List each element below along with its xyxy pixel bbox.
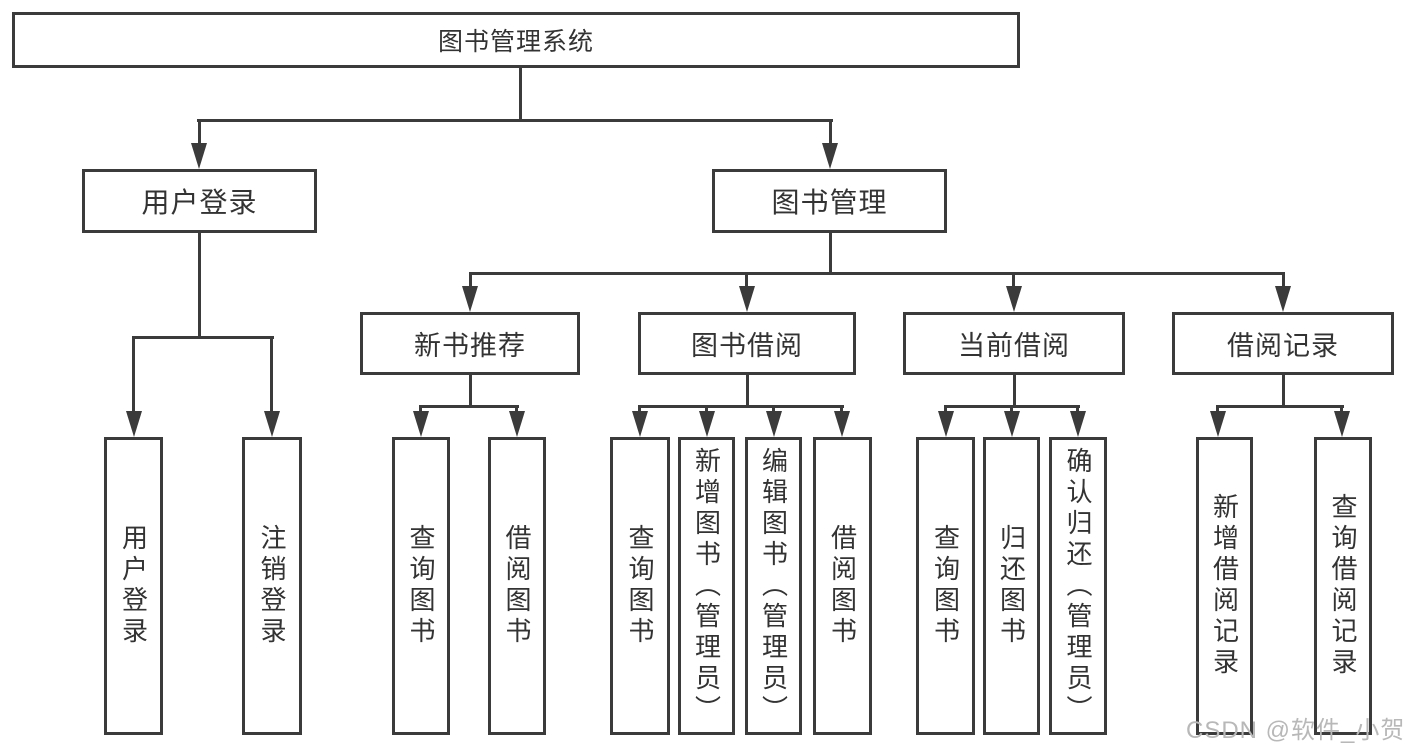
connector-drop-leaf-user-login bbox=[132, 336, 135, 411]
arrow-down-icon bbox=[1070, 411, 1086, 437]
leaf-label: 注销登录 bbox=[257, 524, 287, 648]
node-label: 新书推荐 bbox=[414, 331, 526, 361]
connector-drop-borrowing-records bbox=[1282, 272, 1285, 288]
node-label: 图书管理系统 bbox=[437, 28, 594, 56]
node-book-management: 图书管理 bbox=[712, 169, 947, 233]
connector-drop bbox=[1010, 405, 1013, 413]
arrow-down-icon bbox=[834, 411, 850, 437]
connector-drop-leaf-logout bbox=[270, 336, 273, 411]
leaf-label: 查询图书 bbox=[930, 524, 961, 648]
leaf-label: 查询图书 bbox=[625, 524, 655, 648]
arrow-down-icon bbox=[191, 143, 207, 169]
connector-borrowing-records-stem bbox=[1282, 375, 1285, 406]
connector-book-management-stem bbox=[829, 233, 832, 274]
connector-root-bus bbox=[197, 119, 833, 122]
leaf-query-books-recommend: 查询图书 bbox=[392, 437, 450, 735]
leaf-label: 查询图书 bbox=[406, 524, 436, 648]
arrow-down-icon bbox=[739, 286, 755, 312]
connector-drop bbox=[1216, 405, 1219, 413]
leaf-return-books: 归还图书 bbox=[983, 437, 1040, 735]
leaf-add-borrow-record: 新增借阅记录 bbox=[1196, 437, 1253, 735]
arrow-down-icon bbox=[1004, 411, 1020, 437]
leaf-logout: 注销登录 bbox=[242, 437, 302, 735]
leaf-label: 编辑图书（管理员） bbox=[758, 446, 789, 726]
connector-drop-new-book-recommend bbox=[469, 272, 472, 288]
connector-user-login-stem bbox=[198, 233, 201, 337]
node-label: 图书管理 bbox=[771, 187, 888, 218]
node-label: 用户登录 bbox=[141, 187, 258, 218]
connector-new-book-stem bbox=[469, 375, 472, 406]
leaf-borrow-books-borrowing: 借阅图书 bbox=[813, 437, 872, 735]
leaf-label: 用户登录 bbox=[118, 524, 149, 648]
arrow-down-icon bbox=[938, 411, 954, 437]
connector-drop-book-borrowing bbox=[745, 272, 748, 288]
leaf-label: 借阅图书 bbox=[827, 524, 858, 648]
arrow-down-icon bbox=[462, 286, 478, 312]
connector-drop-book-management bbox=[829, 119, 832, 145]
leaf-user-login: 用户登录 bbox=[104, 437, 163, 735]
arrow-down-icon bbox=[822, 143, 838, 169]
arrow-down-icon bbox=[699, 411, 715, 437]
connector-drop bbox=[1340, 405, 1343, 413]
connector-drop bbox=[705, 405, 708, 413]
node-label: 图书借阅 bbox=[691, 331, 803, 361]
connector-drop bbox=[419, 405, 422, 413]
connector-current-borrowing-stem bbox=[1013, 375, 1016, 406]
connector-borrowing-records-bus bbox=[1216, 405, 1344, 408]
connector-book-borrowing-stem bbox=[746, 375, 749, 406]
connector-root-stem bbox=[519, 68, 522, 120]
leaf-query-books-current: 查询图书 bbox=[916, 437, 975, 735]
node-current-borrowing: 当前借阅 bbox=[903, 312, 1125, 375]
arrow-down-icon bbox=[264, 411, 280, 437]
node-book-borrowing: 图书借阅 bbox=[638, 312, 856, 375]
leaf-add-book-admin: 新增图书（管理员） bbox=[678, 437, 735, 735]
leaf-label: 查询借阅记录 bbox=[1328, 493, 1358, 679]
connector-book-management-bus bbox=[469, 272, 1285, 275]
connector-drop bbox=[1076, 405, 1079, 413]
node-label: 借阅记录 bbox=[1227, 331, 1339, 361]
leaf-label: 归还图书 bbox=[996, 524, 1027, 648]
arrow-down-icon bbox=[413, 411, 429, 437]
leaf-edit-book-admin: 编辑图书（管理员） bbox=[745, 437, 802, 735]
connector-drop-user-login bbox=[198, 119, 201, 145]
arrow-down-icon bbox=[126, 411, 142, 437]
leaf-label: 确认归还（管理员） bbox=[1063, 446, 1093, 726]
node-library-management-system: 图书管理系统 bbox=[12, 12, 1020, 68]
node-borrowing-records: 借阅记录 bbox=[1172, 312, 1394, 375]
arrow-down-icon bbox=[509, 411, 525, 437]
arrow-down-icon bbox=[1334, 411, 1350, 437]
connector-drop bbox=[772, 405, 775, 413]
leaf-confirm-return-admin: 确认归还（管理员） bbox=[1049, 437, 1107, 735]
arrow-down-icon bbox=[766, 411, 782, 437]
node-user-login: 用户登录 bbox=[82, 169, 317, 233]
connector-user-login-bus bbox=[132, 336, 274, 339]
leaf-label: 借阅图书 bbox=[502, 524, 532, 648]
connector-drop bbox=[515, 405, 518, 413]
leaf-query-books-borrowing: 查询图书 bbox=[610, 437, 670, 735]
watermark-text: CSDN @软件_小贺同学 bbox=[1186, 717, 1405, 744]
leaf-label: 新增图书（管理员） bbox=[691, 446, 722, 726]
leaf-label: 新增借阅记录 bbox=[1209, 493, 1240, 679]
node-label: 当前借阅 bbox=[958, 331, 1070, 361]
connector-new-book-bus bbox=[419, 405, 519, 408]
node-new-book-recommend: 新书推荐 bbox=[360, 312, 580, 375]
leaf-borrow-books-recommend: 借阅图书 bbox=[488, 437, 546, 735]
connector-drop-current-borrowing bbox=[1012, 272, 1015, 288]
connector-drop bbox=[840, 405, 843, 413]
arrow-down-icon bbox=[1210, 411, 1226, 437]
connector-book-borrowing-bus bbox=[638, 405, 844, 408]
arrow-down-icon bbox=[632, 411, 648, 437]
leaf-query-borrow-record: 查询借阅记录 bbox=[1314, 437, 1372, 735]
connector-drop bbox=[638, 405, 641, 413]
connector-drop bbox=[944, 405, 947, 413]
arrow-down-icon bbox=[1275, 286, 1291, 312]
arrow-down-icon bbox=[1006, 286, 1022, 312]
